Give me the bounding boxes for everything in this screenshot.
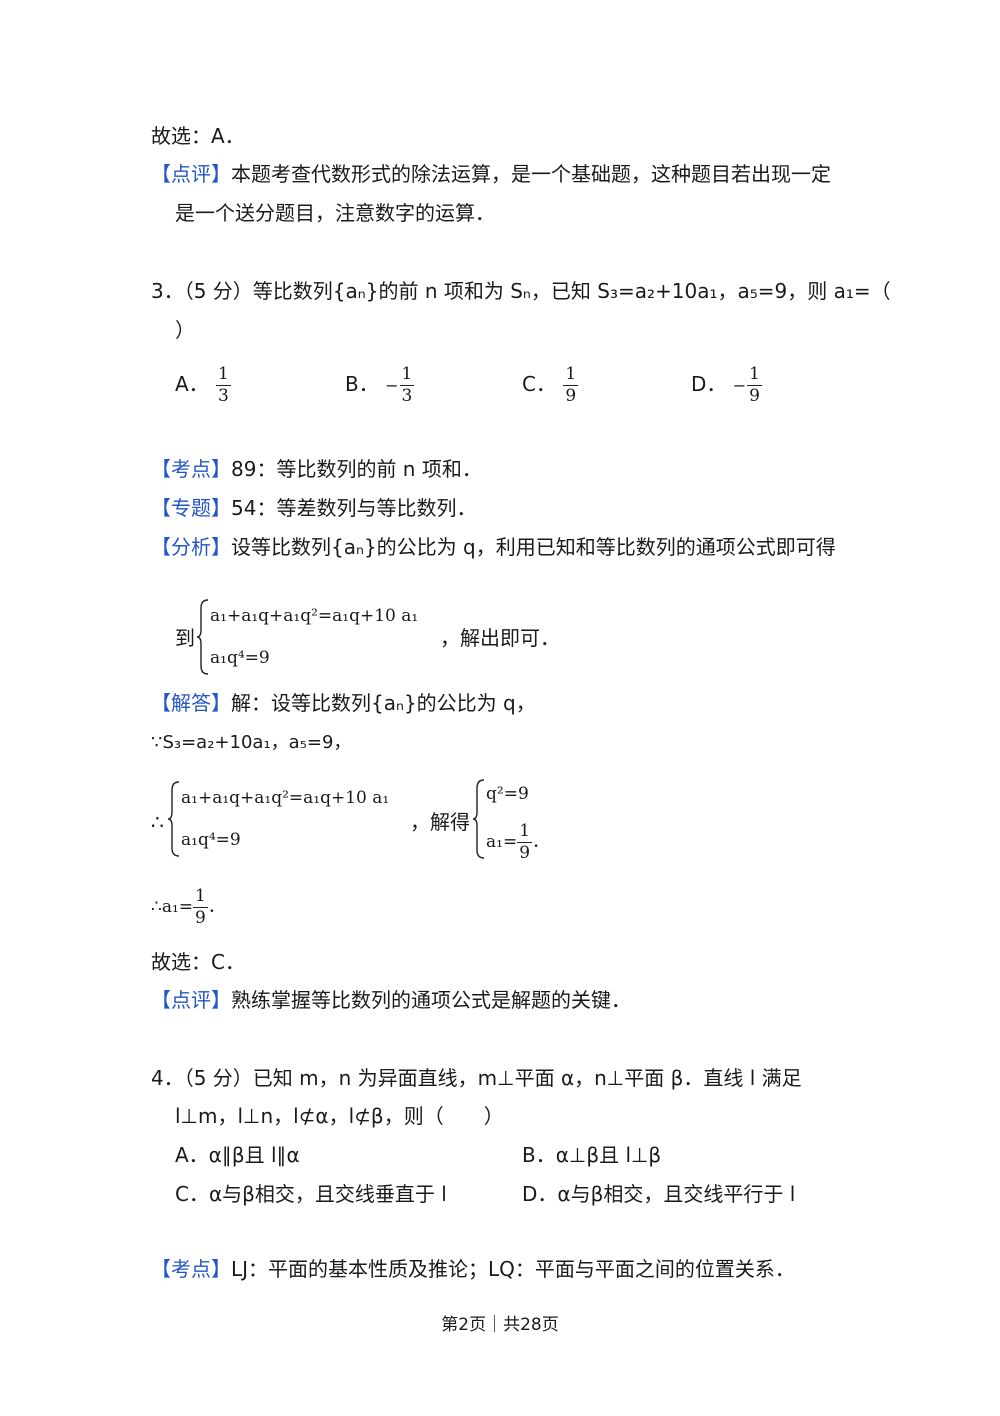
fraction-numerator: 1 xyxy=(193,886,208,908)
final-lhs: ∴a₁= xyxy=(151,897,194,917)
therefore-symbol: ∴ xyxy=(151,810,164,834)
left-brace xyxy=(472,779,485,859)
question-stem-cont: ） xyxy=(175,318,195,342)
fenxi-suffix: ，解出即可． xyxy=(440,626,560,650)
jieda-text: 解：设等比数列{aₙ}的公比为 q， xyxy=(231,691,536,715)
fenxi-prefix: 到 xyxy=(175,626,195,650)
fraction-numerator: 1 xyxy=(399,364,415,386)
kaodian-tag: 【考点】 xyxy=(151,1257,231,1281)
result-end: ． xyxy=(532,832,550,852)
final-end: ． xyxy=(207,897,225,917)
system-equation-2: a₁q⁴=9 xyxy=(210,648,270,668)
solve-word: ，解得 xyxy=(410,810,470,834)
left-brace xyxy=(196,599,209,675)
question-stem: 4．（5 分）已知 m，n 为异面直线，m⊥平面 α，n⊥平面 β．直线 l 满… xyxy=(151,1066,802,1090)
fraction-numerator: 1 xyxy=(563,364,579,386)
option-sign: − xyxy=(732,376,747,395)
fraction-denominator: 3 xyxy=(401,386,413,406)
option-label: A． xyxy=(175,372,209,396)
option-a: A．α∥β且 l∥α xyxy=(175,1143,300,1167)
page-number: 第2页｜共28页 xyxy=(441,1315,559,1335)
because-line: ∵S₃=a₂+10a₁，a₅=9， xyxy=(151,732,352,753)
choice-line: 故选：C． xyxy=(151,950,245,974)
review-text: 本题考查代数形式的除法运算，是一个基础题，这种题目若出现一定 xyxy=(231,162,831,186)
review-text: 熟练掌握等比数列的通项公式是解题的关键． xyxy=(231,988,631,1012)
fenxi-line: 【分析】设等比数列{aₙ}的公比为 q，利用已知和等比数列的通项公式即可得 xyxy=(151,533,836,561)
fraction-denominator: 9 xyxy=(749,386,760,406)
zhuanti-tag: 【专题】 xyxy=(151,496,231,520)
kaodian-tag: 【考点】 xyxy=(151,457,231,481)
zhuanti-line: 【专题】54：等差数列与等比数列． xyxy=(151,494,476,522)
option-d: D．α与β相交，且交线平行于 l xyxy=(522,1182,796,1206)
review-tag: 【点评】 xyxy=(151,988,231,1012)
fraction-denominator: 9 xyxy=(519,843,531,863)
question-stem: 3．（5 分）等比数列{aₙ}的前 n 项和为 Sₙ，已知 S₃=a₂+10a₁… xyxy=(151,279,891,303)
kaodian-text: LJ：平面的基本性质及推论；LQ：平面与平面之间的位置关系． xyxy=(231,1257,795,1281)
fraction-numerator: 1 xyxy=(216,364,231,386)
option-label: B． xyxy=(345,372,379,396)
kaodian-line: 【考点】LJ：平面的基本性质及推论；LQ：平面与平面之间的位置关系． xyxy=(151,1255,795,1283)
fraction-denominator: 9 xyxy=(195,908,206,928)
result-lhs: a₁= xyxy=(486,832,518,852)
option-label: C． xyxy=(522,372,556,396)
fraction-denominator: 3 xyxy=(218,386,229,406)
left-brace xyxy=(167,781,180,857)
fraction-denominator: 9 xyxy=(565,386,577,406)
system-equation-2: a₁q⁴=9 xyxy=(181,830,241,850)
option-b: B．α⊥β且 l⊥β xyxy=(522,1143,662,1167)
option-label: D． xyxy=(691,372,727,396)
kaodian-line: 【考点】89：等比数列的前 n 项和． xyxy=(151,455,482,483)
jieda-tag: 【解答】 xyxy=(151,691,231,715)
review-line: 【点评】熟练掌握等比数列的通项公式是解题的关键． xyxy=(151,986,631,1014)
kaodian-text: 89：等比数列的前 n 项和． xyxy=(231,457,482,481)
system-equation-1: a₁+a₁q+a₁q²=a₁q+10 a₁ xyxy=(210,606,419,626)
option-sign: − xyxy=(385,376,399,395)
review-line: 【点评】本题考查代数形式的除法运算，是一个基础题，这种题目若出现一定 xyxy=(151,160,831,188)
result-equation-1: q²=9 xyxy=(486,784,529,804)
review-tag: 【点评】 xyxy=(151,162,231,186)
choice-line: 故选：A． xyxy=(151,124,245,148)
jieda-line: 【解答】解：设等比数列{aₙ}的公比为 q， xyxy=(151,689,536,717)
fraction-numerator: 1 xyxy=(517,821,533,843)
fraction-numerator: 1 xyxy=(747,364,762,386)
system-equation-1: a₁+a₁q+a₁q²=a₁q+10 a₁ xyxy=(181,788,390,808)
option-c: C．α与β相交，且交线垂直于 l xyxy=(175,1182,447,1206)
fenxi-text: 设等比数列{aₙ}的公比为 q，利用已知和等比数列的通项公式即可得 xyxy=(231,535,836,559)
question-stem-cont: l⊥m，l⊥n，l⊄α，l⊄β，则（ ） xyxy=(175,1104,504,1128)
zhuanti-text: 54：等差数列与等比数列． xyxy=(231,496,477,520)
review-line-cont: 是一个送分题目，注意数字的运算． xyxy=(175,201,495,225)
fenxi-tag: 【分析】 xyxy=(151,535,231,559)
